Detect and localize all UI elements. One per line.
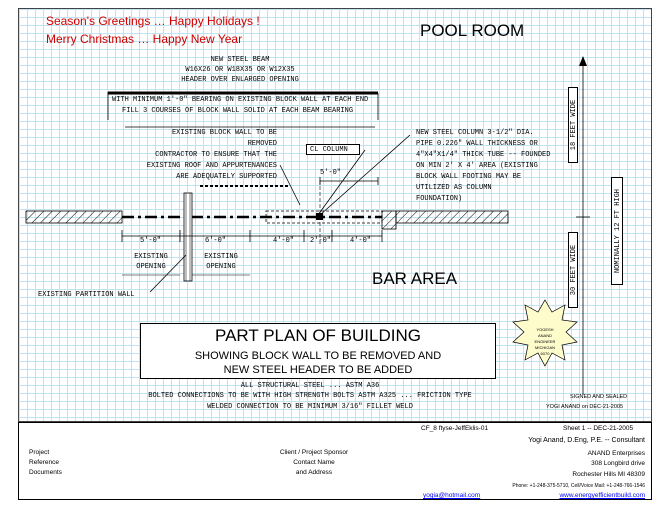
dim-5: 4'-0": [350, 237, 372, 245]
dim-30-feet: 30 FEET WIDE: [568, 232, 578, 308]
sheet-number: Sheet 1 -- DEC-21-2005: [563, 425, 634, 432]
engineer-seal: [512, 299, 578, 367]
beam-note-line-2: W16X26 OR W18X35 OR W12X35: [185, 66, 295, 74]
website-link[interactable]: www.energyefficientbuild.com: [559, 492, 645, 499]
column-note-line-1: NEW STEEL COLUMN 3-1/2" DIA.: [416, 129, 534, 137]
title-block: Project Reference Documents Client / Pro…: [18, 422, 652, 500]
opening-label-1: EXISTING OPENING: [134, 253, 168, 271]
plan-title-box: PART PLAN OF BUILDING SHOWING BLOCK WALL…: [140, 323, 496, 379]
cl-column-tag: CL COLUMN: [306, 144, 360, 155]
signed-line-2: YOGI ANAND on DEC-21-2005: [546, 404, 624, 410]
bearing-note-line-2: FILL 3 COURSES OF BLOCK WALL SOLID AT EA…: [122, 107, 354, 115]
email-link[interactable]: yogia@hotmail.com: [423, 492, 481, 499]
wall-note-line-1: EXISTING BLOCK WALL TO BE: [171, 129, 277, 137]
room-label-pool: POOL ROOM: [420, 21, 525, 40]
column-note-line-2: PIPE 0.226" WALL THICKNESS OR: [416, 140, 538, 148]
greeting-line-2: Merry Christmas … Happy New Year: [46, 32, 243, 46]
column-note-line-7: FOUNDATION): [416, 195, 463, 203]
dim-18-feet: 18 FEET WIDE: [568, 87, 578, 163]
dim-1: 5'-0": [140, 237, 162, 245]
height-label: NOMINALLY 12 FT HIGH: [611, 177, 623, 285]
wall-note-line-5: ARE ADEQUATELY SUPPORTED: [176, 173, 277, 181]
bearing-note-line-1: WITH MINIMUM 1'-0" BEARING ON EXISTING B…: [112, 96, 369, 104]
partition-label: EXISTING PARTITION WALL: [38, 291, 135, 299]
partition-wall: [183, 192, 193, 282]
wall-note-leader: [279, 164, 301, 206]
plan-subtitle-2: NEW STEEL HEADER TO BE ADDED: [223, 364, 413, 376]
plan-subtitle-1: SHOWING BLOCK WALL TO BE REMOVED AND: [194, 350, 442, 362]
steel-column: [316, 213, 323, 220]
wall-to-remove: [265, 210, 383, 224]
engineer-name: Yogi Anand, D.Eng, P.E. -- Consultant: [528, 437, 645, 444]
steel-note-3: WELDED CONNECTION TO BE MINIMUM 3/16" FI…: [207, 403, 413, 411]
opening-label-2: EXISTING OPENING: [204, 253, 238, 271]
column-note-line-6: UTILIZED AS COLUMN: [416, 184, 492, 192]
grid-background: [18, 8, 652, 422]
dim-top: 5'-0": [320, 169, 342, 177]
column-note-line-3: 4"X4"X1/4" THICK TUBE -- FOUNDED: [416, 151, 551, 159]
dim-2: 6'-0": [205, 237, 227, 245]
wall-right-stub: [381, 210, 397, 230]
beam-note-line-3: HEADER OVER ENLARGED OPENING: [181, 76, 299, 84]
city-address: Rochester Hills MI 48309: [572, 471, 645, 478]
steel-note-1: ALL STRUCTURAL STEEL ... ASTM A36: [240, 382, 380, 390]
steel-note-2: BOLTED CONNECTIONS TO BE WITH HIGH STREN…: [148, 392, 472, 400]
signed-line-1: SIGNED AND SEALED: [570, 394, 628, 400]
wall-note-line-4: EXISTING ROOF AND APPURTENANCES: [146, 162, 277, 170]
street-address: 308 Longbird drive: [591, 460, 645, 467]
company-name: ANAND Enterprises: [587, 450, 645, 457]
column-note-line-4: ON MIN 2' X 4' AREA (EXISTING: [416, 162, 538, 170]
greeting-line-1: Season's Greetings … Happy Holidays !: [46, 14, 260, 28]
room-label-bar: BAR AREA: [372, 269, 458, 288]
project-reference-label: Project Reference Documents: [29, 449, 62, 476]
dim-3: 4'-0": [273, 237, 295, 245]
phone-numbers: Phone: +1-248-375-5710, Cell/Voice Mail:…: [512, 483, 645, 489]
column-note-leader: [319, 134, 411, 216]
wall-left: [25, 210, 123, 224]
plan-title: PART PLAN OF BUILDING: [215, 326, 421, 345]
wall-right: [395, 210, 509, 224]
file-reference: CF_8 ftyse-JeffEklis-01: [421, 425, 489, 432]
wall-note-line-2: REMOVED: [247, 140, 277, 148]
wall-note-line-3: CONTRACTOR TO ENSURE THAT THE: [155, 151, 277, 159]
client-label: Client / Project Sponsor Contact Name an…: [279, 449, 349, 476]
column-note-line-5: BLOCK WALL FOOTING MAY BE: [416, 173, 522, 181]
dim-4: 2'-0": [310, 237, 332, 245]
beam-note-line-1: NEW STEEL BEAM: [210, 56, 270, 64]
